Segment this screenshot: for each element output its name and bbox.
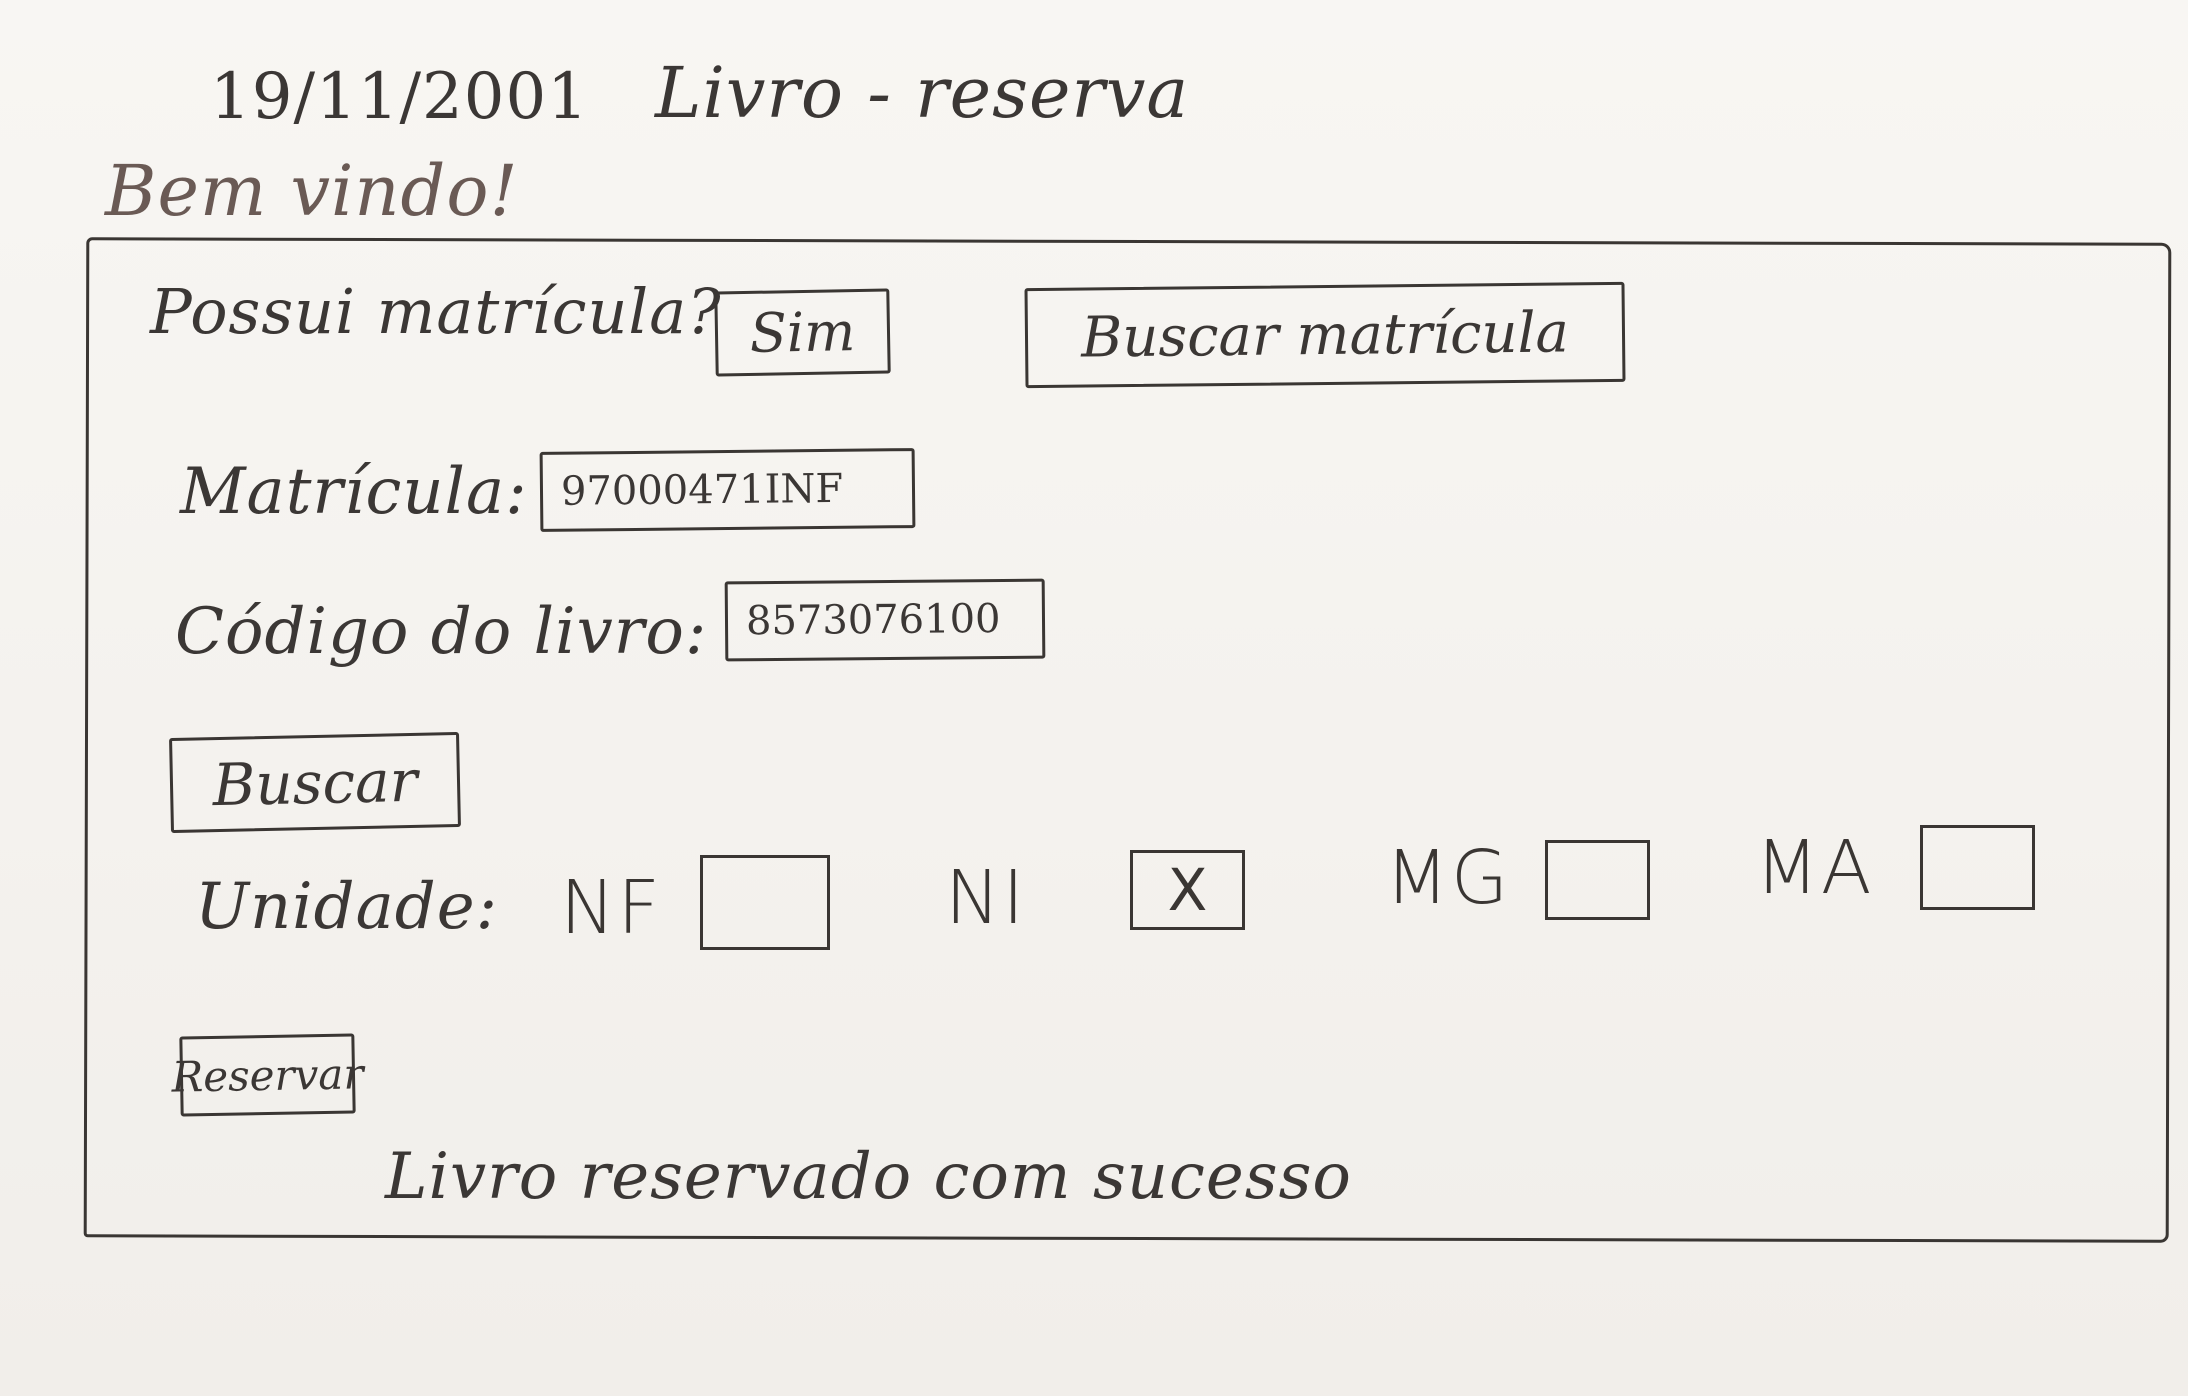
search-enrollment-button[interactable]: Buscar matrícula (1024, 281, 1626, 389)
unit-checkbox-nf[interactable] (700, 855, 830, 950)
search-button[interactable]: Buscar (169, 731, 461, 834)
welcome-text: Bem vindo! (105, 150, 519, 232)
unit-option-ma-label: MA (1755, 825, 1874, 911)
unit-option-ni-label: NI (945, 855, 1027, 941)
has-enrollment-question: Possui matrícula? (150, 275, 722, 348)
page-title: Livro - reserva (655, 52, 1190, 134)
reserve-button[interactable]: Reservar (171, 1033, 364, 1117)
status-message: Livro reservado com sucesso (385, 1140, 1352, 1214)
book-code-label: Código do livro: (175, 595, 708, 669)
date-text: 19/11/2001 (210, 60, 589, 134)
unit-option-mg-label: MG (1385, 835, 1511, 921)
unit-checkbox-ma[interactable] (1920, 825, 2035, 910)
enrollment-label: Matrícula: (180, 455, 528, 529)
unit-label: Unidade: (195, 870, 499, 944)
enrollment-field[interactable]: 97000471INF (539, 448, 916, 532)
book-code-field[interactable]: 8573076100 (724, 578, 1046, 662)
yes-button[interactable]: Sim (714, 288, 891, 377)
unit-checkbox-ni[interactable]: X (1130, 850, 1245, 930)
unit-option-nf-label: NF (560, 865, 662, 951)
unit-checkbox-mg[interactable] (1545, 840, 1650, 920)
